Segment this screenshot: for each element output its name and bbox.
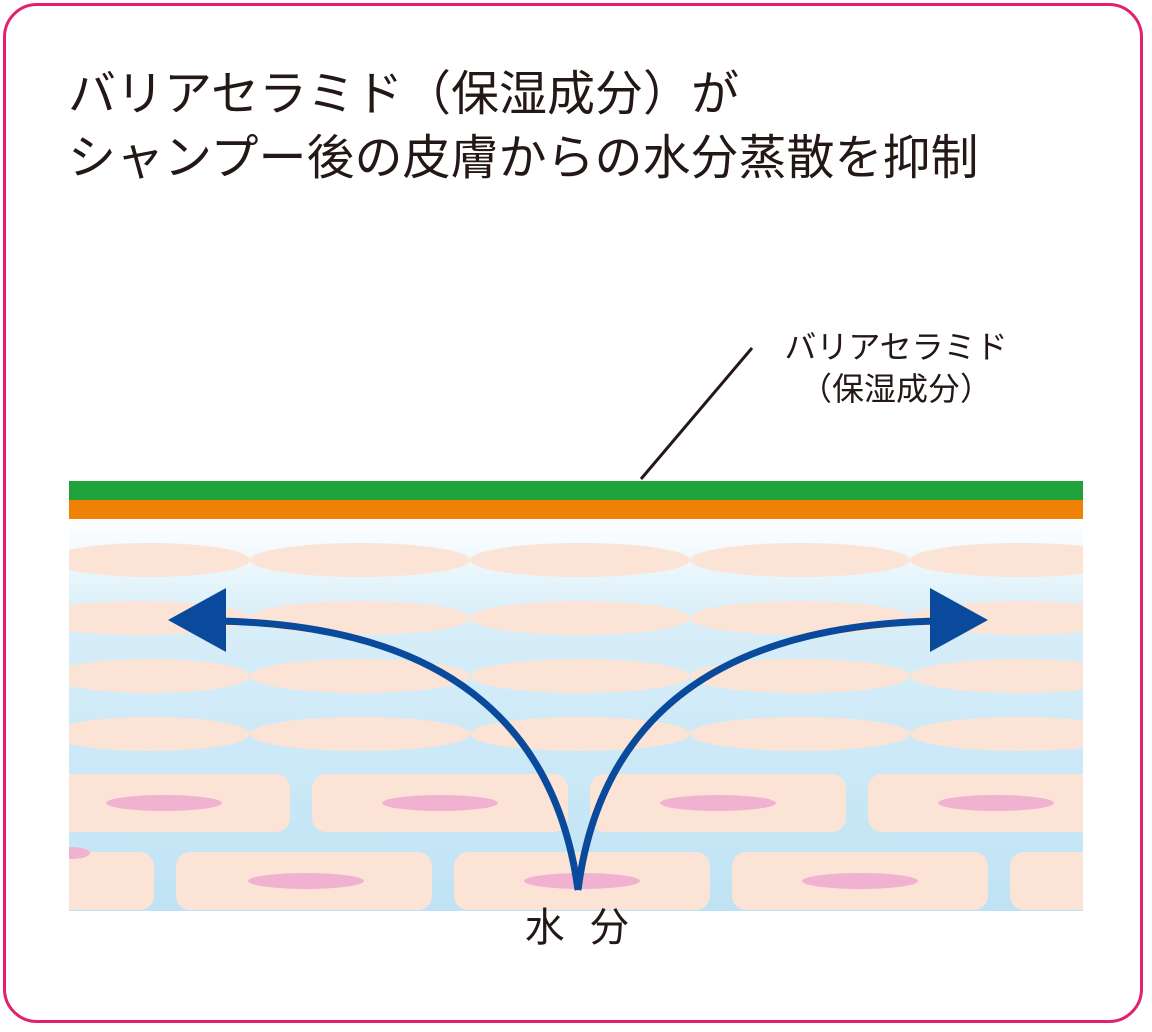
arrow-left-icon [168,588,226,652]
flat-cell [250,601,470,635]
orange-layer [69,500,1083,519]
cell-nucleus [248,873,364,889]
title-line-2: シャンプー後の皮膚からの水分蒸散を抑制 [68,130,979,186]
flat-cell [470,659,690,693]
living-cell-row-1 [69,774,1083,832]
flat-cell [690,601,910,635]
flat-cell [250,543,470,577]
flat-cell [470,543,690,577]
flat-cell [470,601,690,635]
flat-cell [690,543,910,577]
water-label: 水 分 [524,905,636,951]
water-arrow-right [574,617,939,891]
arrow-right-icon [930,588,988,652]
callout-line-2: （保湿成分） [799,370,992,408]
skin-background [69,519,1083,911]
flat-cell [69,543,250,577]
cell-nucleus [802,873,918,889]
flat-cell [910,543,1083,577]
page-title: バリアセラミド（保湿成分）が シャンプー後の皮膚からの水分蒸散を抑制 [68,62,979,190]
flat-cell [690,717,910,751]
flat-cell-layer [69,543,1083,751]
living-cell [1010,852,1083,910]
callout-leader-line [639,347,754,480]
cell-nucleus [660,795,776,811]
flat-cell [250,659,470,693]
cell-nucleus [382,795,498,811]
flat-cell [910,659,1083,693]
ceramide-layer [69,481,1083,500]
living-cell [69,852,154,910]
flat-cell [910,717,1083,751]
flat-cell [690,659,910,693]
callout-line-1: バリアセラミド [784,328,1008,366]
card-frame [3,3,1143,1023]
title-line-1: バリアセラミド（保湿成分）が [68,66,740,122]
water-arrow-left [217,617,582,891]
flat-cell [69,659,250,693]
flat-cell [69,717,250,751]
cell-nucleus [938,795,1054,811]
cell-nucleus [106,795,222,811]
ceramide-callout-label: バリアセラミド （保湿成分） [756,326,1036,410]
cell-nucleus [69,847,90,859]
flat-cell [250,717,470,751]
